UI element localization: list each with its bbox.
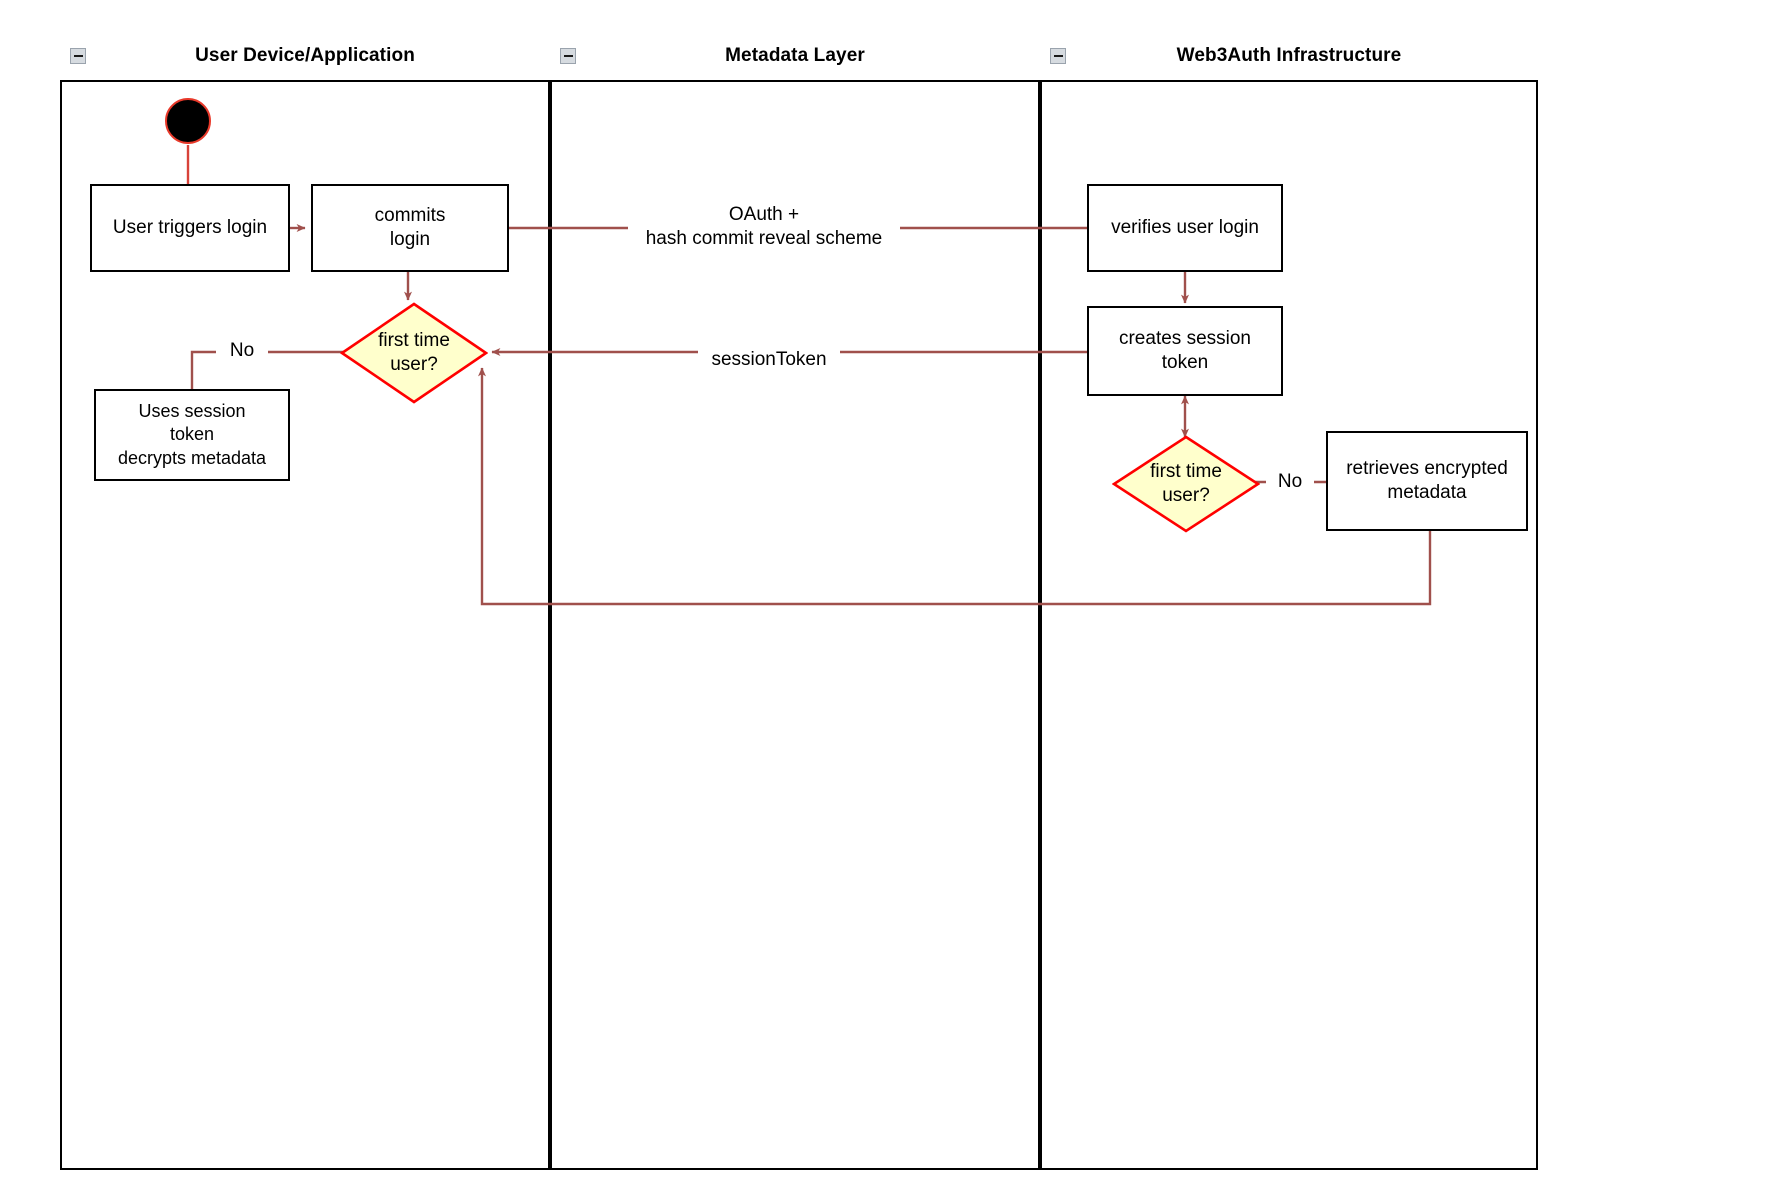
activity-creates-session-token[interactable]: creates session token bbox=[1087, 306, 1283, 396]
activity-commits-login[interactable]: commits login bbox=[311, 184, 509, 272]
swimlane-header-web3auth[interactable]: Web3Auth Infrastructure bbox=[1040, 32, 1538, 82]
swimlane-header-user-device[interactable]: User Device/Application bbox=[60, 32, 550, 82]
swimlane-header-metadata-layer[interactable]: Metadata Layer bbox=[550, 32, 1040, 82]
activity-user-triggers-login[interactable]: User triggers login bbox=[90, 184, 290, 272]
decision-first-time-user-right[interactable]: first time user? bbox=[1112, 435, 1260, 533]
start-node[interactable] bbox=[165, 98, 211, 144]
decision-first-time-user-left[interactable]: first time user? bbox=[340, 302, 488, 404]
swimlane-title-metadata-layer: Metadata Layer bbox=[725, 45, 865, 66]
activity-retrieves-encrypted-metadata[interactable]: retrieves encrypted metadata bbox=[1326, 431, 1528, 531]
swimlane-title-web3auth: Web3Auth Infrastructure bbox=[1176, 45, 1402, 66]
minus-square-icon[interactable] bbox=[1050, 48, 1066, 64]
edge-label-session-token: sessionToken bbox=[698, 348, 840, 372]
activity-uses-session-token[interactable]: Uses session token decrypts metadata bbox=[94, 389, 290, 481]
minus-square-icon[interactable] bbox=[560, 48, 576, 64]
edge-label-oauth: OAuth + hash commit reveal scheme bbox=[628, 203, 900, 251]
minus-square-icon[interactable] bbox=[70, 48, 86, 64]
swimlane-title-user-device: User Device/Application bbox=[195, 45, 415, 66]
edge-label-no-left: No bbox=[216, 339, 268, 363]
edge-label-no-right: No bbox=[1266, 470, 1314, 494]
activity-verifies-user-login[interactable]: verifies user login bbox=[1087, 184, 1283, 272]
